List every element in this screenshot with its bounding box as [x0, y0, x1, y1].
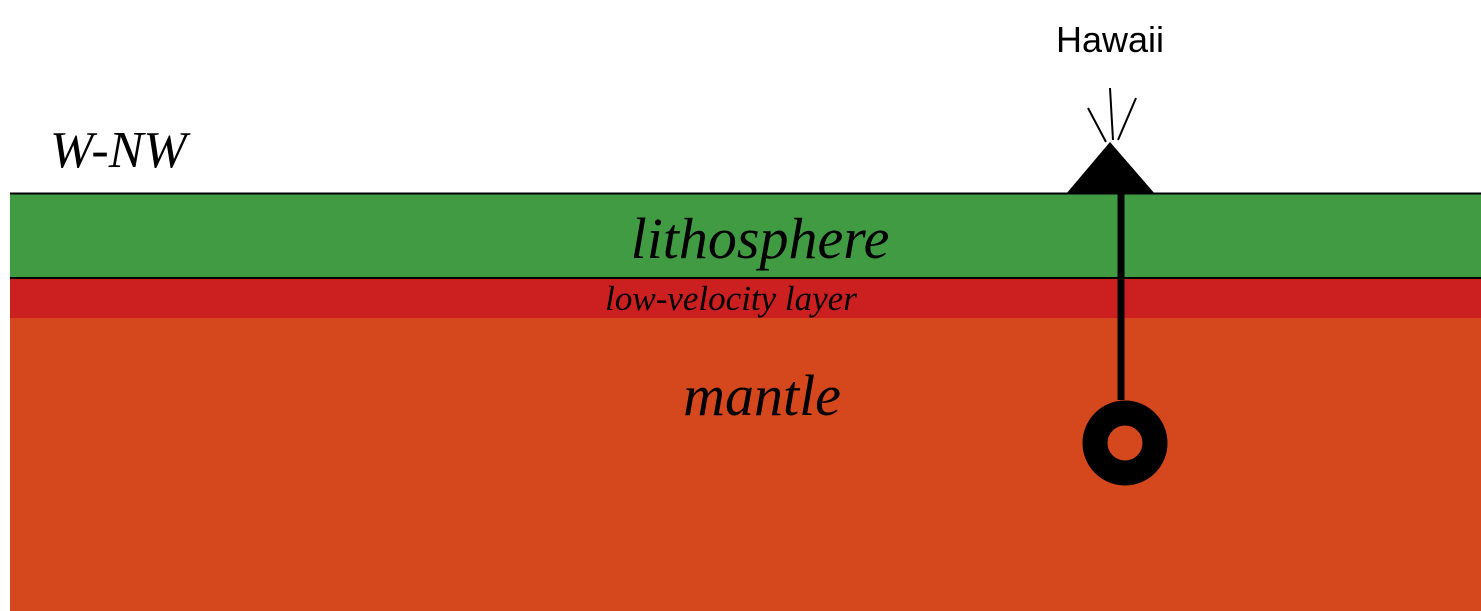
lithosphere-label: lithosphere [631, 206, 890, 271]
location-label-hawaii: Hawaii [1056, 19, 1164, 60]
volcano-icon [1066, 88, 1155, 194]
low-velocity-layer-label: low-velocity layer [605, 279, 857, 318]
mantle-layer [10, 318, 1481, 611]
direction-label: W-NW [50, 122, 191, 179]
mantle-label: mantle [683, 363, 841, 428]
